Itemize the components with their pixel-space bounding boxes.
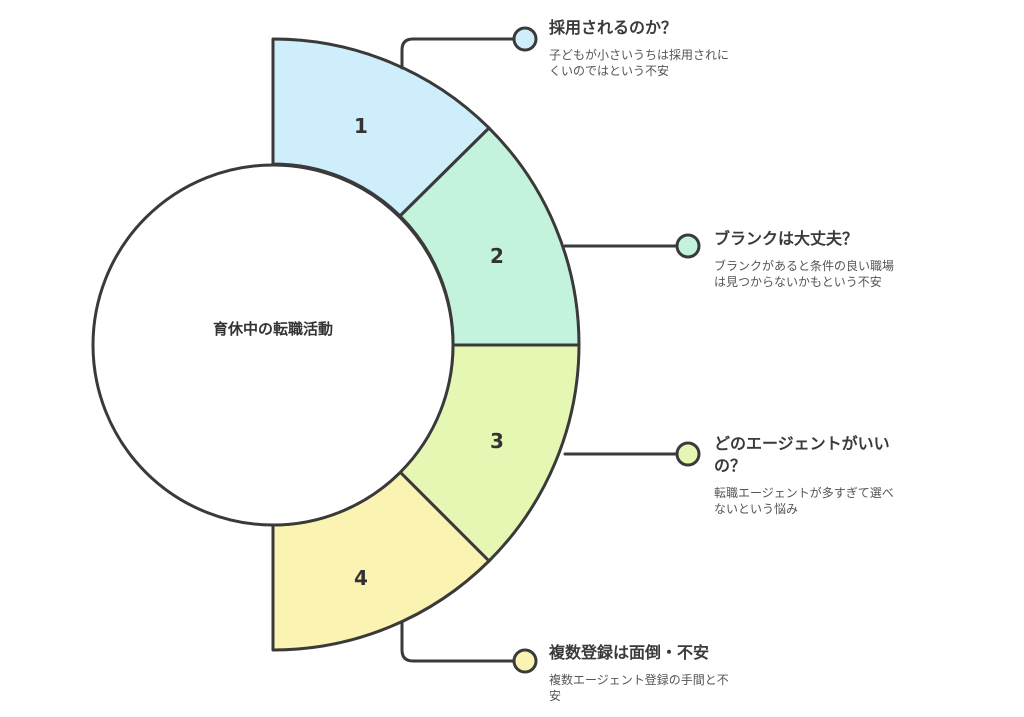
- connector-4-dot: [512, 648, 538, 674]
- item-1-description: 子どもが小さいうちは採用されにくいのではという不安: [549, 48, 730, 78]
- item-2-description: ブランクがあると条件の良い職場は見つからないかもという不安: [714, 259, 895, 289]
- connector-3-dot: [675, 441, 701, 467]
- item-3-title: どのエージェントがいいの？: [714, 434, 890, 475]
- item-1-title: 採用されるのか？: [549, 18, 678, 37]
- item-4: 複数登録は面倒・不安 複数エージェント登録の手間と不安: [549, 642, 789, 704]
- item-1: 採用されるのか？ 子どもが小さいうちは採用されにくいのではという不安: [549, 17, 789, 79]
- item-4-description: 複数エージェント登録の手間と不安: [549, 673, 729, 703]
- item-3-description: 転職エージェントが多すぎて選べないという悩み: [714, 486, 894, 516]
- connector-2-dot: [675, 233, 701, 259]
- item-3: どのエージェントがいいの？ 転職エージェントが多すぎて選べないという悩み: [714, 433, 914, 517]
- item-4-title: 複数登録は面倒・不安: [549, 643, 710, 662]
- center-label: 育休中の転職活動: [213, 320, 333, 338]
- item-2: ブランクは大丈夫？ ブランクがあると条件の良い職場は見つからないかもという不安: [714, 228, 914, 290]
- segment-1-number: 1: [354, 114, 368, 138]
- segment-4-number: 4: [354, 566, 368, 590]
- segment-2-number: 2: [490, 244, 504, 268]
- connector-4: [400, 620, 515, 663]
- connector-1-dot: [512, 26, 538, 52]
- center-circle[interactable]: [91, 163, 455, 527]
- connector-1: [400, 37, 515, 70]
- segment-3-number: 3: [490, 429, 504, 453]
- item-2-title: ブランクは大丈夫？: [714, 229, 859, 248]
